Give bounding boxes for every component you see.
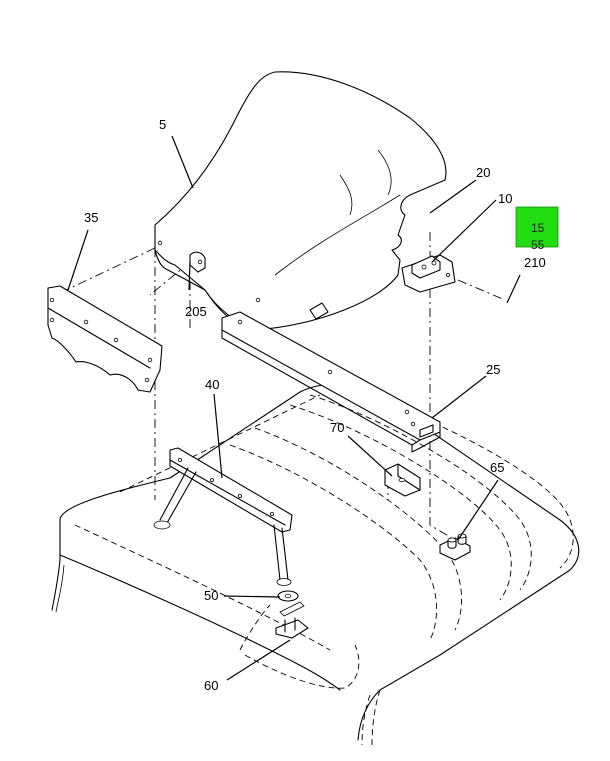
- callout-25: 25: [486, 362, 500, 377]
- highlighted-callout[interactable]: 15 55: [515, 206, 559, 252]
- callout-labels: 5 20 10 210 25 35 205 40 70 65 50 60: [84, 117, 546, 693]
- part-60-mounting-foot: [275, 601, 309, 639]
- leader-lines: [67, 135, 521, 681]
- callout-50: 50: [204, 588, 218, 603]
- part-70-bracket: [384, 463, 421, 497]
- callout-35: 35: [84, 210, 98, 225]
- highlight-callout-15: 15: [531, 221, 545, 235]
- part-35-side-panel: [47, 285, 163, 393]
- callout-40: 40: [205, 377, 219, 392]
- part-5-roof-fairing: [154, 71, 447, 331]
- callout-70: 70: [330, 420, 344, 435]
- callout-205: 205: [185, 304, 207, 319]
- cab-roof: [51, 383, 580, 746]
- part-10-bracket: [401, 254, 456, 293]
- part-40-support-brace: [153, 447, 293, 586]
- part-65-stud-block: [439, 533, 471, 561]
- part-50-washer: [277, 590, 299, 602]
- callout-60: 60: [204, 678, 218, 693]
- highlight-box[interactable]: [515, 206, 559, 248]
- callout-20: 20: [476, 165, 490, 180]
- callout-210: 210: [524, 255, 546, 270]
- highlight-callout-55: 55: [531, 238, 545, 252]
- callout-5: 5: [159, 117, 166, 132]
- callout-65: 65: [490, 460, 504, 475]
- part-25-cross-rail: [221, 311, 441, 453]
- callout-10: 10: [498, 191, 512, 206]
